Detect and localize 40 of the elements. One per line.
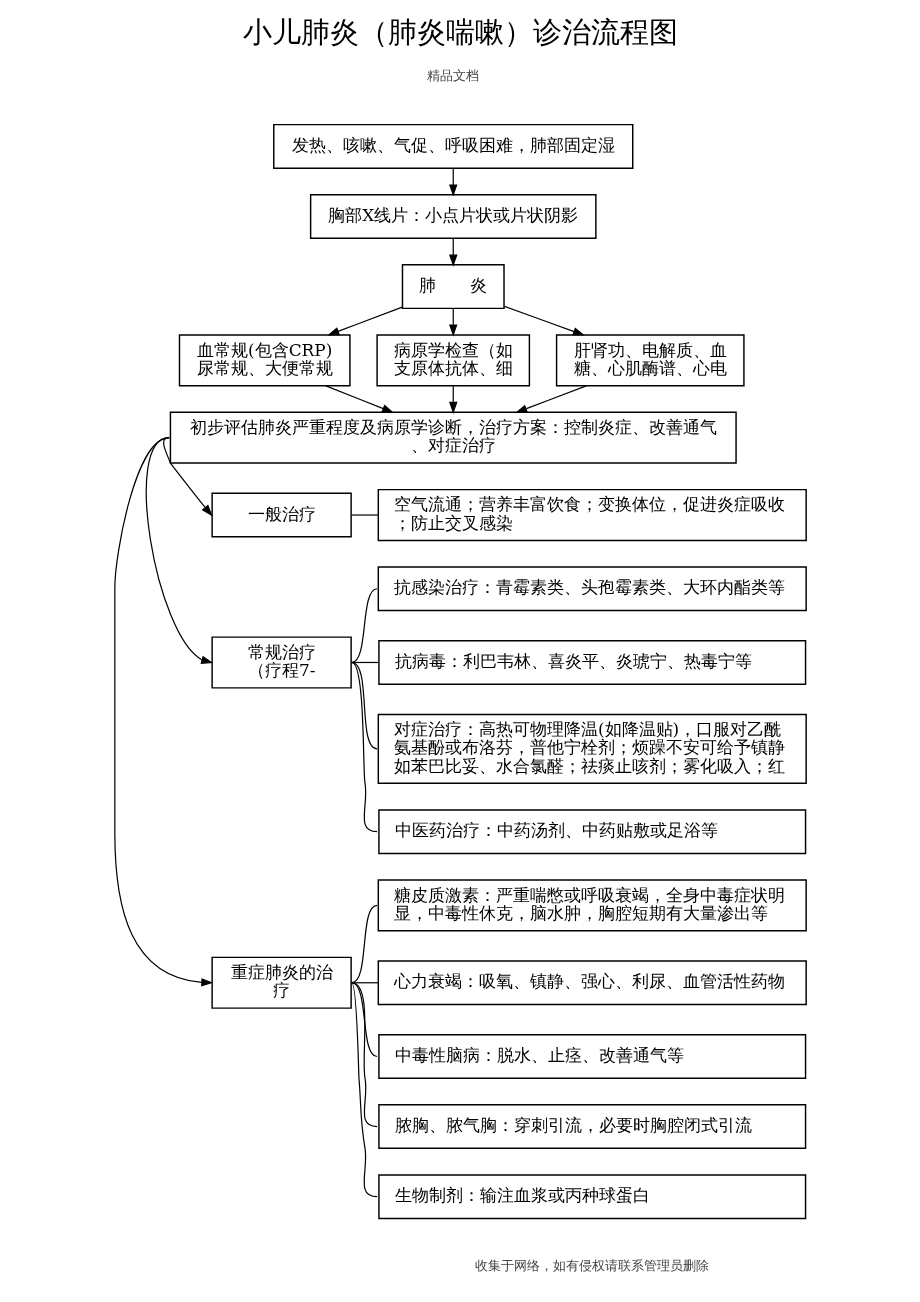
label: 精品文档: [426, 67, 479, 83]
node-box: 心力衰竭：吸氧、镇静、强心、利尿、血管活性药物: [377, 960, 807, 1006]
connector: [350, 661, 380, 664]
connector: [350, 982, 379, 984]
node-box: 血常规(包含CRP)尿常规、大便常规: [178, 334, 351, 387]
connector: [350, 588, 378, 664]
node-box: 肺 炎: [401, 264, 505, 310]
arrow: [514, 385, 587, 413]
node-box: 肝肾功、电解质、血糖、心肌酶谱、心电: [555, 334, 745, 387]
node-box: 中毒性脑病：脱水、止痉、改善通气等: [377, 1034, 806, 1079]
label: 收集于网络，如有侵权请联系管理员删除: [474, 1258, 709, 1274]
arrow: [113, 437, 213, 987]
node-box: 重症肺炎的治疗: [210, 956, 352, 1009]
arrow: [324, 385, 394, 413]
node-box: 糖皮质激素：严重喘憋或呼吸衰竭，全身中毒症状明显，中毒性休克，脑水肿，胸腔短期有大量渗出等: [377, 879, 807, 932]
node-box: 脓胸、脓气胸：穿刺引流，必要时胸腔闭式引流: [377, 1104, 806, 1150]
connector: [350, 982, 378, 1058]
node-box: 初步评估肺炎严重程度及病原学诊断，治疗方案：控制炎症、改善通气、对症治疗: [169, 411, 737, 464]
node-box: 生物制剂：输注血浆或丙种球蛋白: [377, 1174, 806, 1220]
connector: [350, 661, 378, 750]
connector: [350, 661, 378, 833]
node-box: 病原学检查（如支原体抗体、细: [375, 334, 530, 387]
node-box: 对症治疗：高热可物理降温(如降温贴)，口服对乙酰氨基酚或布洛芬，普他宁栓剂；烦躁不安可给予镇静如苯巴比妥、水合氯醛；祛痰止咳剂；雾化吸入；红: [377, 713, 807, 785]
connector: [350, 904, 378, 984]
node-box: 抗病毒：利巴韦林、喜炎平、炎琥宁、热毒宁等: [377, 640, 806, 685]
connector: [350, 982, 378, 1128]
diagram-title: 小儿肺炎（肺炎喘嗽）诊治流程图: [242, 14, 678, 49]
connector: [350, 982, 378, 1198]
arrow: [503, 305, 585, 336]
node-box: 一般治疗: [210, 492, 352, 538]
arrow: [326, 306, 403, 336]
arrow: [162, 437, 213, 517]
arrow: [145, 437, 213, 664]
node-box: 空气流通；营养丰富饮食；变换体位，促进炎症吸收；防止交叉感染: [377, 488, 807, 542]
node-box: 抗感染治疗：青霉素类、头孢霉素类、大环内酯类等: [377, 566, 807, 612]
node-box: 中医药治疗：中药汤剂、中药贴敷或足浴等: [377, 809, 806, 855]
connector: [350, 514, 379, 516]
node-box: 胸部X线片：小点片状或片状阴影: [309, 194, 597, 239]
node-box: 常规治疗（疗程7-: [210, 636, 352, 689]
node-box: 发热、咳嗽、气促、呼吸困难，肺部固定湿: [272, 123, 633, 169]
